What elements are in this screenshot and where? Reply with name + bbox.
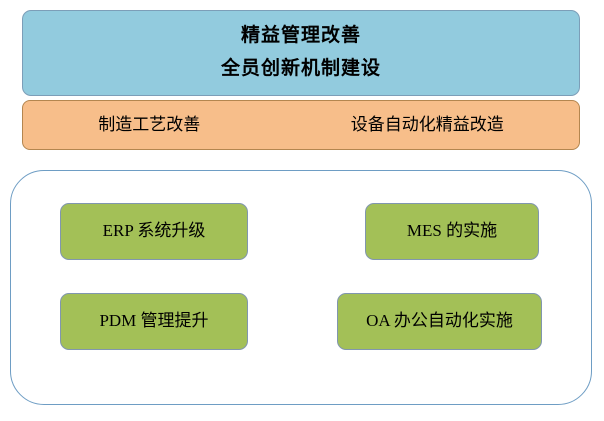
banner-orange: 制造工艺改善 设备自动化精益改造 — [22, 100, 580, 150]
banner-blue-line-1: 精益管理改善 — [240, 25, 361, 47]
project-chip-erp: ERP 系统升级 — [60, 203, 248, 260]
banner-blue: 精益管理改善 全员创新机制建设 — [22, 10, 580, 96]
banner-blue-line-2: 全员创新机制建设 — [220, 58, 381, 79]
banner-orange-label-left: 制造工艺改善 — [98, 114, 201, 134]
project-chip-oa: OA 办公自动化实施 — [337, 293, 542, 350]
project-chip-mes: MES 的实施 — [365, 203, 539, 260]
banner-orange-label-right: 设备自动化精益改造 — [350, 114, 504, 134]
project-chip-pdm: PDM 管理提升 — [60, 293, 248, 350]
